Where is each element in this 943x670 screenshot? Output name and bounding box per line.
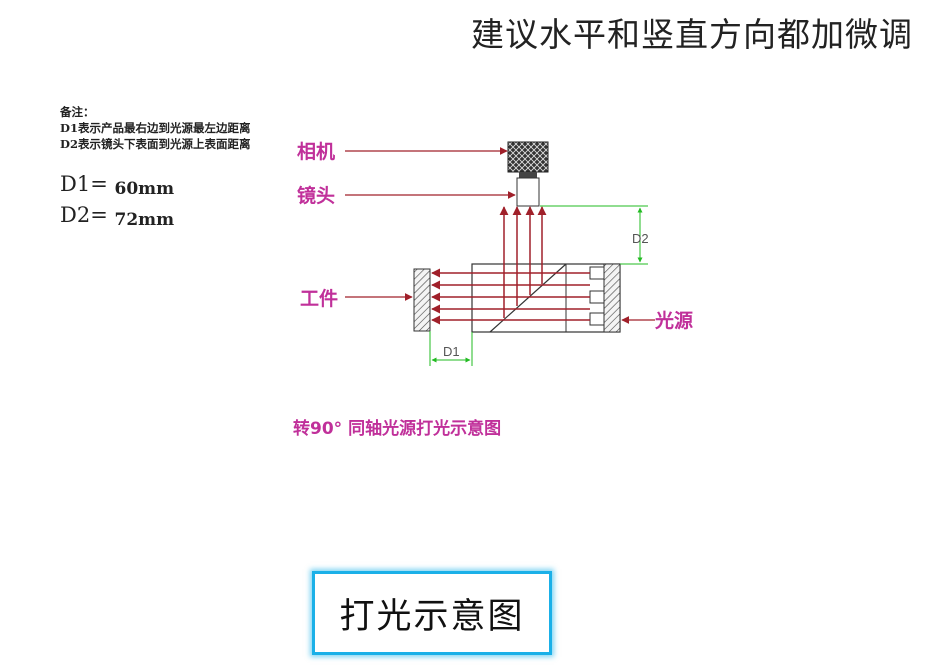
- d1-dimension: [429, 331, 473, 366]
- title-box: 打光示意图: [312, 571, 552, 655]
- label-pointers: [345, 147, 655, 324]
- led: [589, 290, 605, 304]
- measurement-d2: D2= 72mm: [60, 203, 175, 230]
- vertical-rays: [499, 206, 547, 318]
- light-source-plate: [603, 263, 621, 333]
- top-note: 建议水平和竖直方向都加微调: [471, 15, 913, 54]
- remarks-line-d1: D1表示产品最右边到光源最左边距离: [60, 121, 251, 135]
- measurement-d2-label: D2=: [60, 203, 108, 227]
- camera-body: [507, 141, 549, 173]
- led: [589, 312, 605, 326]
- lens-body: [516, 177, 540, 207]
- measurement-d1-value: 60mm: [114, 179, 175, 199]
- measurement-d1: D1= 60mm: [60, 172, 175, 199]
- d2-dimension: [540, 205, 648, 265]
- workpiece-label: 工件: [300, 287, 338, 310]
- led-row: [589, 266, 605, 326]
- measurement-d2-value: 72mm: [114, 210, 175, 230]
- workpiece-plate: [413, 268, 431, 332]
- lens-label: 镜头: [297, 184, 335, 207]
- remarks-heading: 备注：: [60, 105, 95, 119]
- title-text: 打光示意图: [339, 596, 525, 637]
- remarks-block: 备注： D1表示产品最右边到光源最左边距离 D2表示镜头下表面到光源上表面距离: [60, 104, 250, 152]
- camera-collar: [519, 172, 537, 178]
- led: [589, 266, 605, 280]
- horizontal-rays: [431, 268, 590, 325]
- light-source-label: 光源: [654, 309, 693, 332]
- camera-label: 相机: [297, 141, 335, 163]
- measurement-d1-label: D1=: [60, 172, 108, 196]
- remarks-line-d2: D2表示镜头下表面到光源上表面距离: [60, 137, 251, 151]
- d2-label: D2: [632, 231, 649, 246]
- d1-label: D1: [443, 344, 460, 359]
- diagram-caption: 转90° 同轴光源打光示意图: [293, 419, 502, 439]
